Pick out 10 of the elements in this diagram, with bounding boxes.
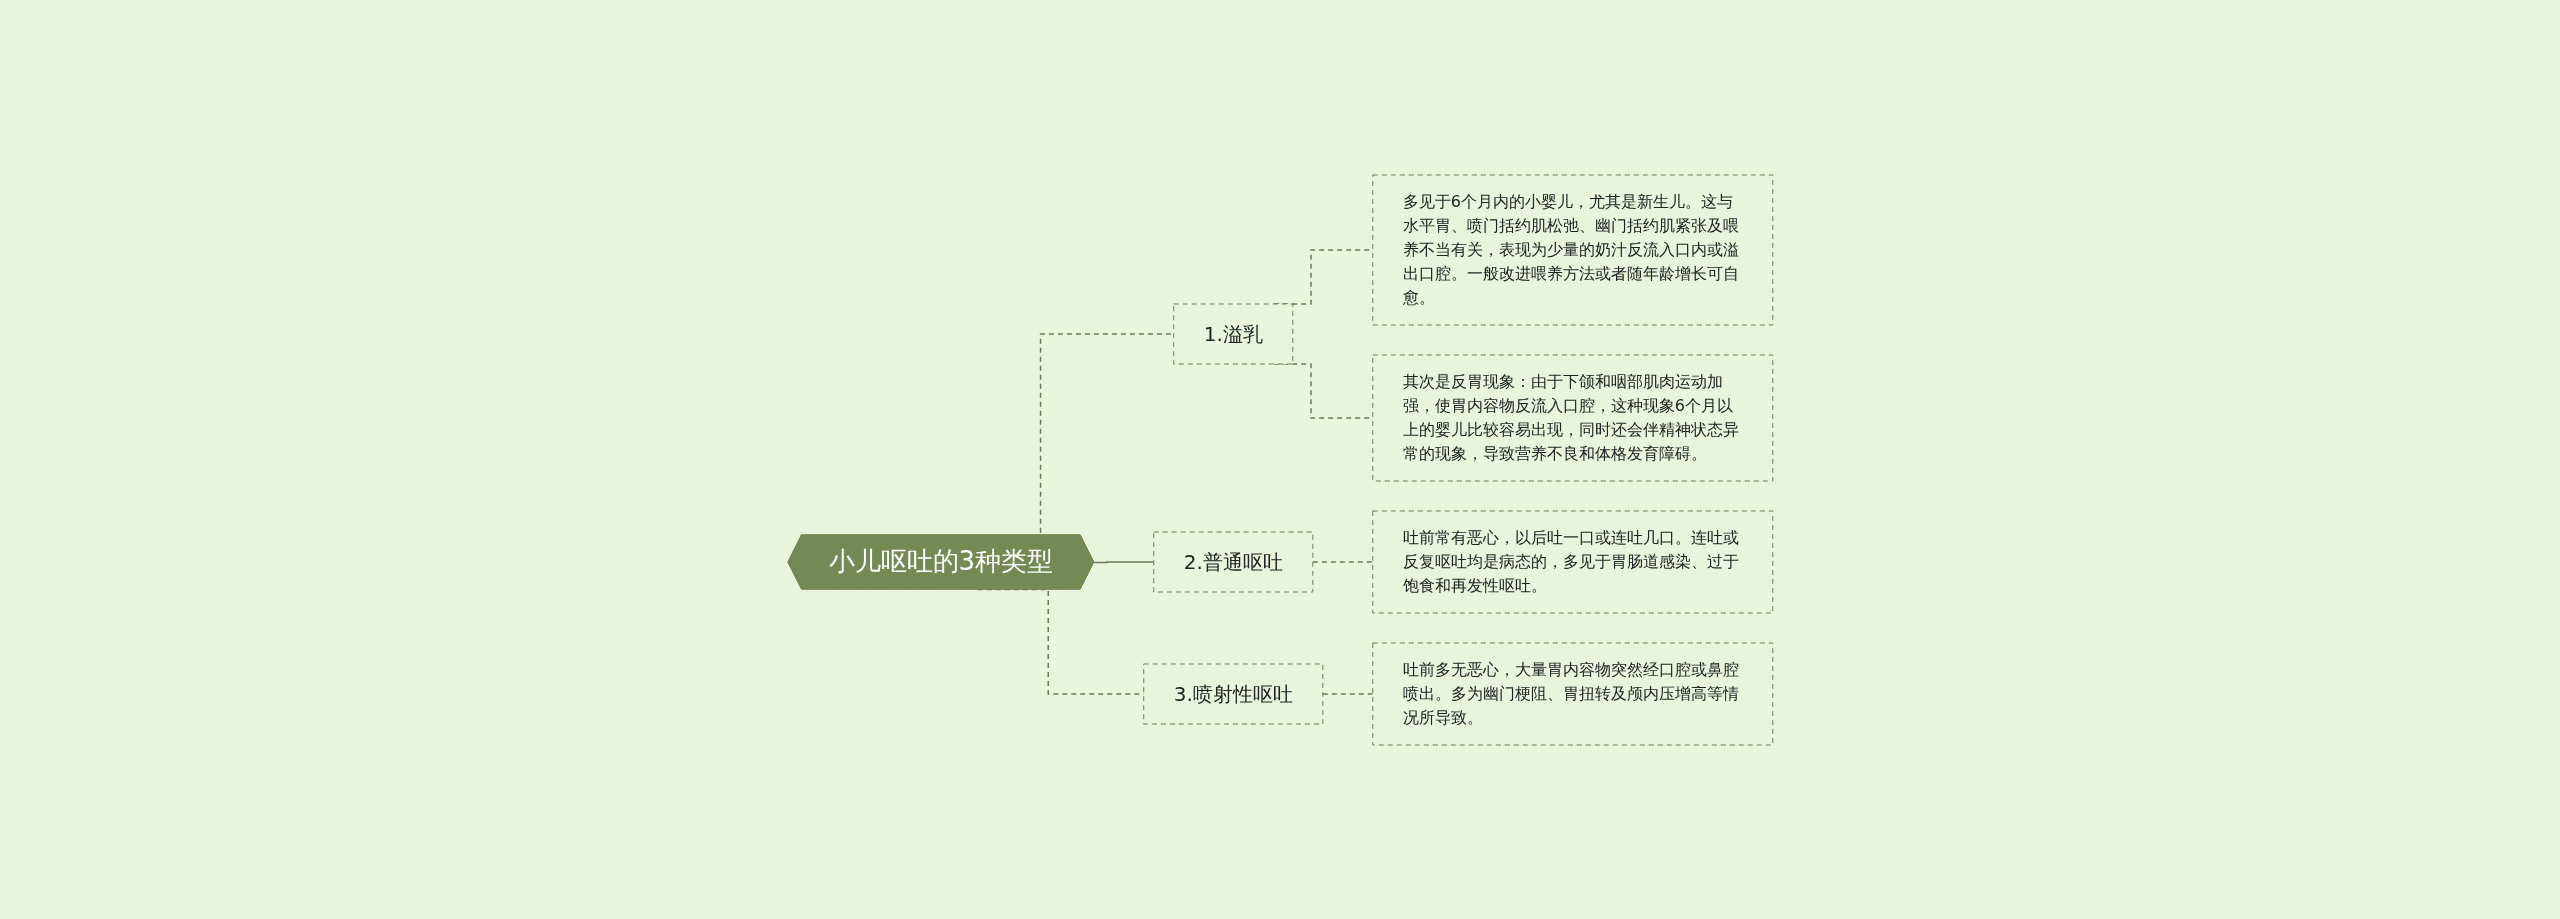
node-box: 3.喷射性呕吐 bbox=[1142, 663, 1323, 724]
connector bbox=[1321, 692, 1374, 695]
connector bbox=[1311, 560, 1374, 563]
node-box: 2.普通呕吐 bbox=[1152, 531, 1313, 592]
node-box: 多见于6个月内的小婴儿，尤其是新生儿。这与水平胃、喷门括约肌松弛、幽门括约肌紧张及喂养不当有关，表现为少量的奶汁反流入口内或溢出口腔。一般改进喂养方法或者随年龄增长可自愈。 bbox=[1371, 174, 1773, 325]
node-box: 吐前常有恶心，以后吐一口或连吐几口。连吐或反复呕吐均是病态的，多见于胃肠道感染、过于饱食和再发性呕吐。 bbox=[1371, 510, 1773, 613]
node-box: 1.溢乳 bbox=[1172, 303, 1293, 364]
connector bbox=[1093, 560, 1155, 563]
node-box: 吐前多无恶心，大量胃内容物突然经口腔或鼻腔喷出。多为幽门梗阻、胃扭转及颅内压增高等情况所导致。 bbox=[1371, 642, 1773, 745]
node-box: 其次是反胃现象：由于下颌和咽部肌肉运动加强，使胃内容物反流入口腔，这种现象6个月以上的婴儿比较容易出现，同时还会伴精神状态异常的现象，导致营养不良和体格发育障碍。 bbox=[1371, 354, 1773, 481]
